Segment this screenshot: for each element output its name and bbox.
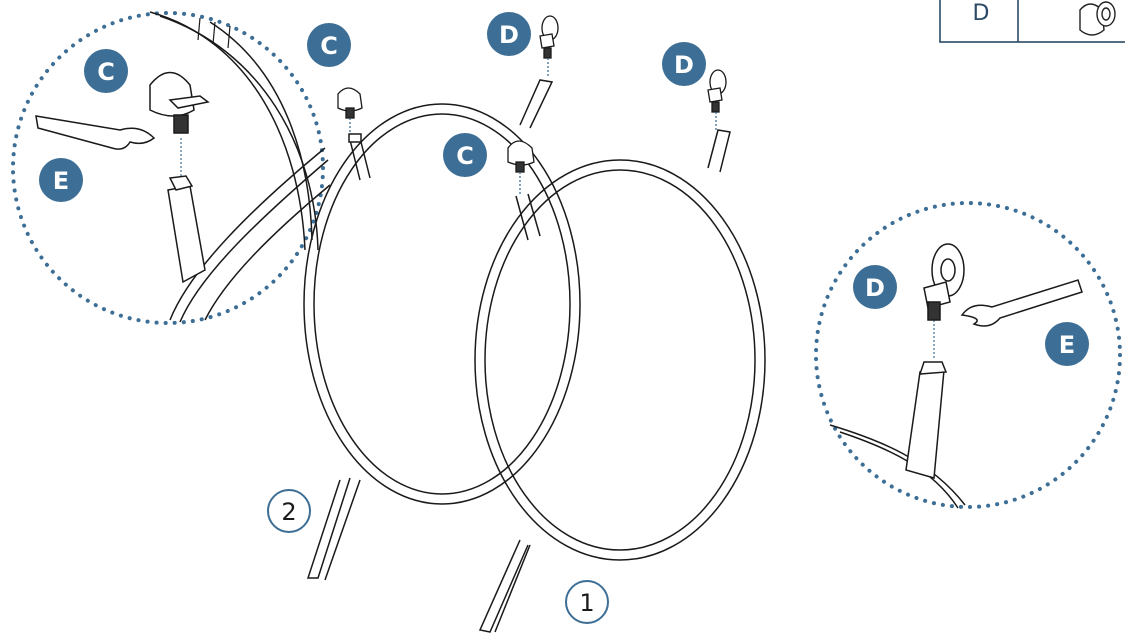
- hoop-2-connector: [349, 137, 371, 181]
- badge-e-inset-left: E: [39, 158, 83, 202]
- caster-c-top-icon: [337, 87, 363, 134]
- svg-text:E: E: [1059, 331, 1075, 359]
- inset-left-dotted-circle: [11, 11, 325, 325]
- callout-hoop-2: 2: [267, 489, 311, 533]
- parts-table: D: [939, 0, 1125, 43]
- svg-text:C: C: [320, 32, 338, 60]
- inset-right-dotted-circle: [814, 201, 1122, 509]
- inset-left-ticks: [197, 17, 231, 49]
- svg-text:1: 1: [579, 589, 594, 617]
- svg-text:E: E: [53, 167, 69, 195]
- callout-hoop-1: 1: [565, 580, 609, 624]
- badge-c-center: C: [443, 133, 487, 177]
- svg-text:D: D: [865, 274, 885, 302]
- badge-e-inset-right: E: [1045, 322, 1089, 366]
- svg-text:D: D: [499, 21, 519, 49]
- parts-table-label: D: [973, 1, 990, 26]
- svg-text:C: C: [97, 58, 115, 86]
- wrench-e-right-icon: [960, 279, 1083, 327]
- hoop-1-connector: [515, 193, 541, 241]
- inset-left-hoop-arcs: [149, 11, 331, 323]
- badge-d-top-left: D: [487, 12, 531, 56]
- svg-text:D: D: [674, 51, 694, 79]
- caster-wheel-icon: [1079, 1, 1116, 36]
- wrench-e-inset-icon: [35, 115, 156, 150]
- caster-c-center-icon: [507, 140, 535, 194]
- badge-d-inset-right: D: [853, 265, 897, 309]
- badge-c-inset: C: [84, 49, 128, 93]
- inset-right-hoop-arcs: [829, 424, 966, 509]
- caster-d-top-left-icon: [539, 15, 559, 76]
- caster-d-top-right-icon: [707, 69, 727, 130]
- hoop-1: [474, 129, 766, 633]
- inset-left: [11, 11, 331, 325]
- badge-d-top-right: D: [662, 42, 706, 86]
- caster-c-inset-icon: [149, 71, 210, 134]
- hoop-2: [303, 79, 581, 581]
- inset-left-tube: [167, 175, 206, 284]
- svg-text:C: C: [456, 142, 474, 170]
- caster-d-inset-icon: [923, 243, 965, 321]
- svg-text:2: 2: [281, 498, 296, 526]
- inset-right: [814, 201, 1122, 509]
- badge-c-top: C: [307, 23, 351, 67]
- inset-right-tube: [905, 361, 948, 479]
